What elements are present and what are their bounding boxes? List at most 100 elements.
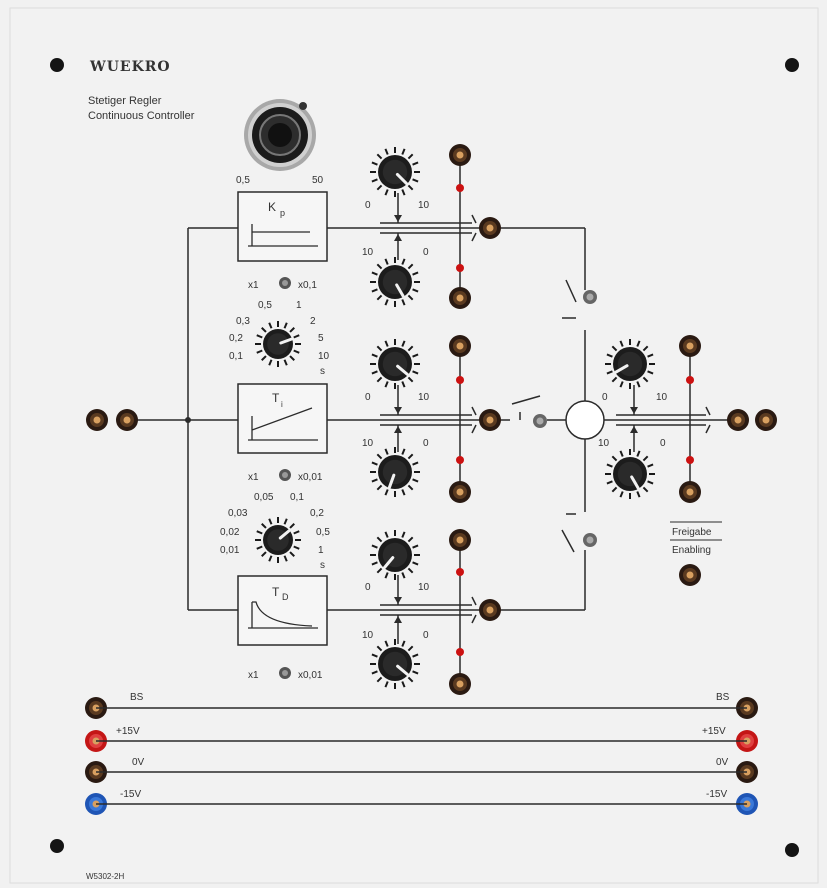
junction-dot [185, 417, 191, 423]
td-scale-0-5: 0,5 [316, 527, 330, 538]
trim-scale-min: 0 [365, 200, 371, 211]
trim-scale-max: 10 [418, 582, 430, 593]
td-trim-jack-top[interactable] [449, 529, 471, 551]
td-scale-0-02: 0,02 [220, 527, 240, 538]
td-label: T [272, 585, 280, 599]
ti-scale-0-2: 0,2 [229, 333, 243, 344]
enable-switch-ti-symbol [511, 395, 541, 420]
knob-layer [255, 147, 655, 689]
kp-gain-trim-knob-lower[interactable] [370, 257, 420, 307]
trim-scale-max: 10 [362, 630, 374, 641]
enable-label-english: Enabling [672, 545, 711, 556]
ti-time-selector-knob[interactable] [255, 321, 301, 367]
ti-scale-5: 5 [318, 333, 324, 344]
kp-pot-max-label: 50 [312, 175, 324, 186]
input-jack-1[interactable] [86, 409, 108, 431]
td-scale-0-01: 0,01 [220, 545, 240, 556]
enable-switch-td[interactable] [583, 533, 597, 547]
trim-scale-max: 10 [362, 247, 374, 258]
output-jack-1[interactable] [727, 409, 749, 431]
td-led-upper [456, 568, 464, 576]
mounting-screw-top-left [50, 58, 64, 72]
mounting-screw-top-right [785, 58, 799, 72]
trim-scale-min: 0 [423, 630, 429, 641]
kp-gain-trim-knob-upper[interactable] [370, 147, 420, 197]
trim-scale-max: 10 [656, 392, 668, 403]
td-gain-trim-knob-lower[interactable] [370, 639, 420, 689]
title-english: Continuous Controller [88, 110, 195, 122]
enable-switch-td-symbol [561, 513, 576, 553]
td-gain-trim-knob-upper[interactable] [370, 530, 420, 580]
ti-range-switch[interactable] [279, 469, 291, 481]
trim-scale-max: 10 [418, 200, 430, 211]
rail-label-bs-left: BS [130, 692, 144, 703]
enable-switch-kp-symbol [562, 279, 577, 319]
enable-switch-kp[interactable] [583, 290, 597, 304]
enable-input-jack[interactable] [679, 564, 701, 586]
enable-label-german: Freigabe [672, 527, 712, 538]
kp-led-upper [456, 184, 464, 192]
rail-label-0v-left: 0V [132, 757, 145, 768]
kp-label: K [268, 200, 276, 214]
td-output-jack[interactable] [479, 599, 501, 621]
trim-scale-max: 10 [598, 438, 610, 449]
ti-trim-jack-top[interactable] [449, 335, 471, 357]
td-scale-0-05: 0,05 [254, 492, 274, 503]
input-jack-2[interactable] [116, 409, 138, 431]
jack-layer [85, 144, 777, 815]
kp-block: K p [237, 191, 328, 262]
ti-gain-trim-knob-upper[interactable] [370, 339, 420, 389]
output-trim-knob-lower[interactable] [605, 449, 655, 499]
td-range-switch[interactable] [279, 667, 291, 679]
ti-output-jack[interactable] [479, 409, 501, 431]
output-jack-2[interactable] [755, 409, 777, 431]
ti-switch-left-label: x1 [248, 472, 259, 483]
ti-trim-jack-bottom[interactable] [449, 481, 471, 503]
trim-scale-min: 0 [660, 438, 666, 449]
ti-scale-0-5: 0,5 [258, 300, 272, 311]
trim-scale-min: 0 [423, 247, 429, 258]
rail-label-minus15-right: -15V [706, 789, 727, 800]
kp-output-jack[interactable] [479, 217, 501, 239]
td-switch-left-label: x1 [248, 670, 259, 681]
ti-block: T i [237, 383, 328, 454]
trim-scale-max: 10 [362, 438, 374, 449]
arrow-markers [394, 215, 638, 623]
kp-switch-right-label: x0,1 [298, 280, 317, 291]
ti-scale-2: 2 [310, 316, 316, 327]
summing-bars [380, 214, 711, 624]
trim-scale-min: 0 [365, 392, 371, 403]
mounting-screw-bottom-left [50, 839, 64, 853]
td-led-lower [456, 648, 464, 656]
td-block: T D [237, 575, 328, 646]
ti-led-lower [456, 456, 464, 464]
td-scale-0-1: 0,1 [290, 492, 304, 503]
output-trim-jack-bottom[interactable] [679, 481, 701, 503]
kp-label-sub: p [280, 208, 285, 218]
ti-scale-1: 1 [296, 300, 302, 311]
kp-range-switch[interactable] [279, 277, 291, 289]
rail-label-plus15-left: +15V [116, 726, 140, 737]
ti-scale-0-3: 0,3 [236, 316, 250, 327]
enable-switch-ti[interactable] [533, 414, 547, 428]
kp-multiturn-potentiometer[interactable] [244, 99, 316, 171]
kp-trim-jack-bottom[interactable] [449, 287, 471, 309]
mounting-screw-bottom-right [785, 843, 799, 857]
model-number: W5302-2H [86, 872, 124, 881]
trim-scale-min: 0 [602, 392, 608, 403]
td-scale-0-03: 0,03 [228, 508, 248, 519]
panel-face [9, 7, 819, 884]
title-german: Stetiger Regler [88, 95, 162, 107]
ti-gain-trim-knob-lower[interactable] [370, 447, 420, 497]
output-trim-knob-upper[interactable] [605, 339, 655, 389]
kp-pot-min-label: 0,5 [236, 175, 250, 186]
td-unit: s [320, 560, 325, 571]
kp-trim-jack-top[interactable] [449, 144, 471, 166]
td-time-selector-knob[interactable] [255, 517, 301, 563]
trim-scale-max: 10 [418, 392, 430, 403]
td-trim-jack-bottom[interactable] [449, 673, 471, 695]
ti-unit: s [320, 366, 325, 377]
rail-label-0v-right: 0V [716, 757, 729, 768]
output-trim-jack-top[interactable] [679, 335, 701, 357]
ti-scale-0-1: 0,1 [229, 351, 243, 362]
